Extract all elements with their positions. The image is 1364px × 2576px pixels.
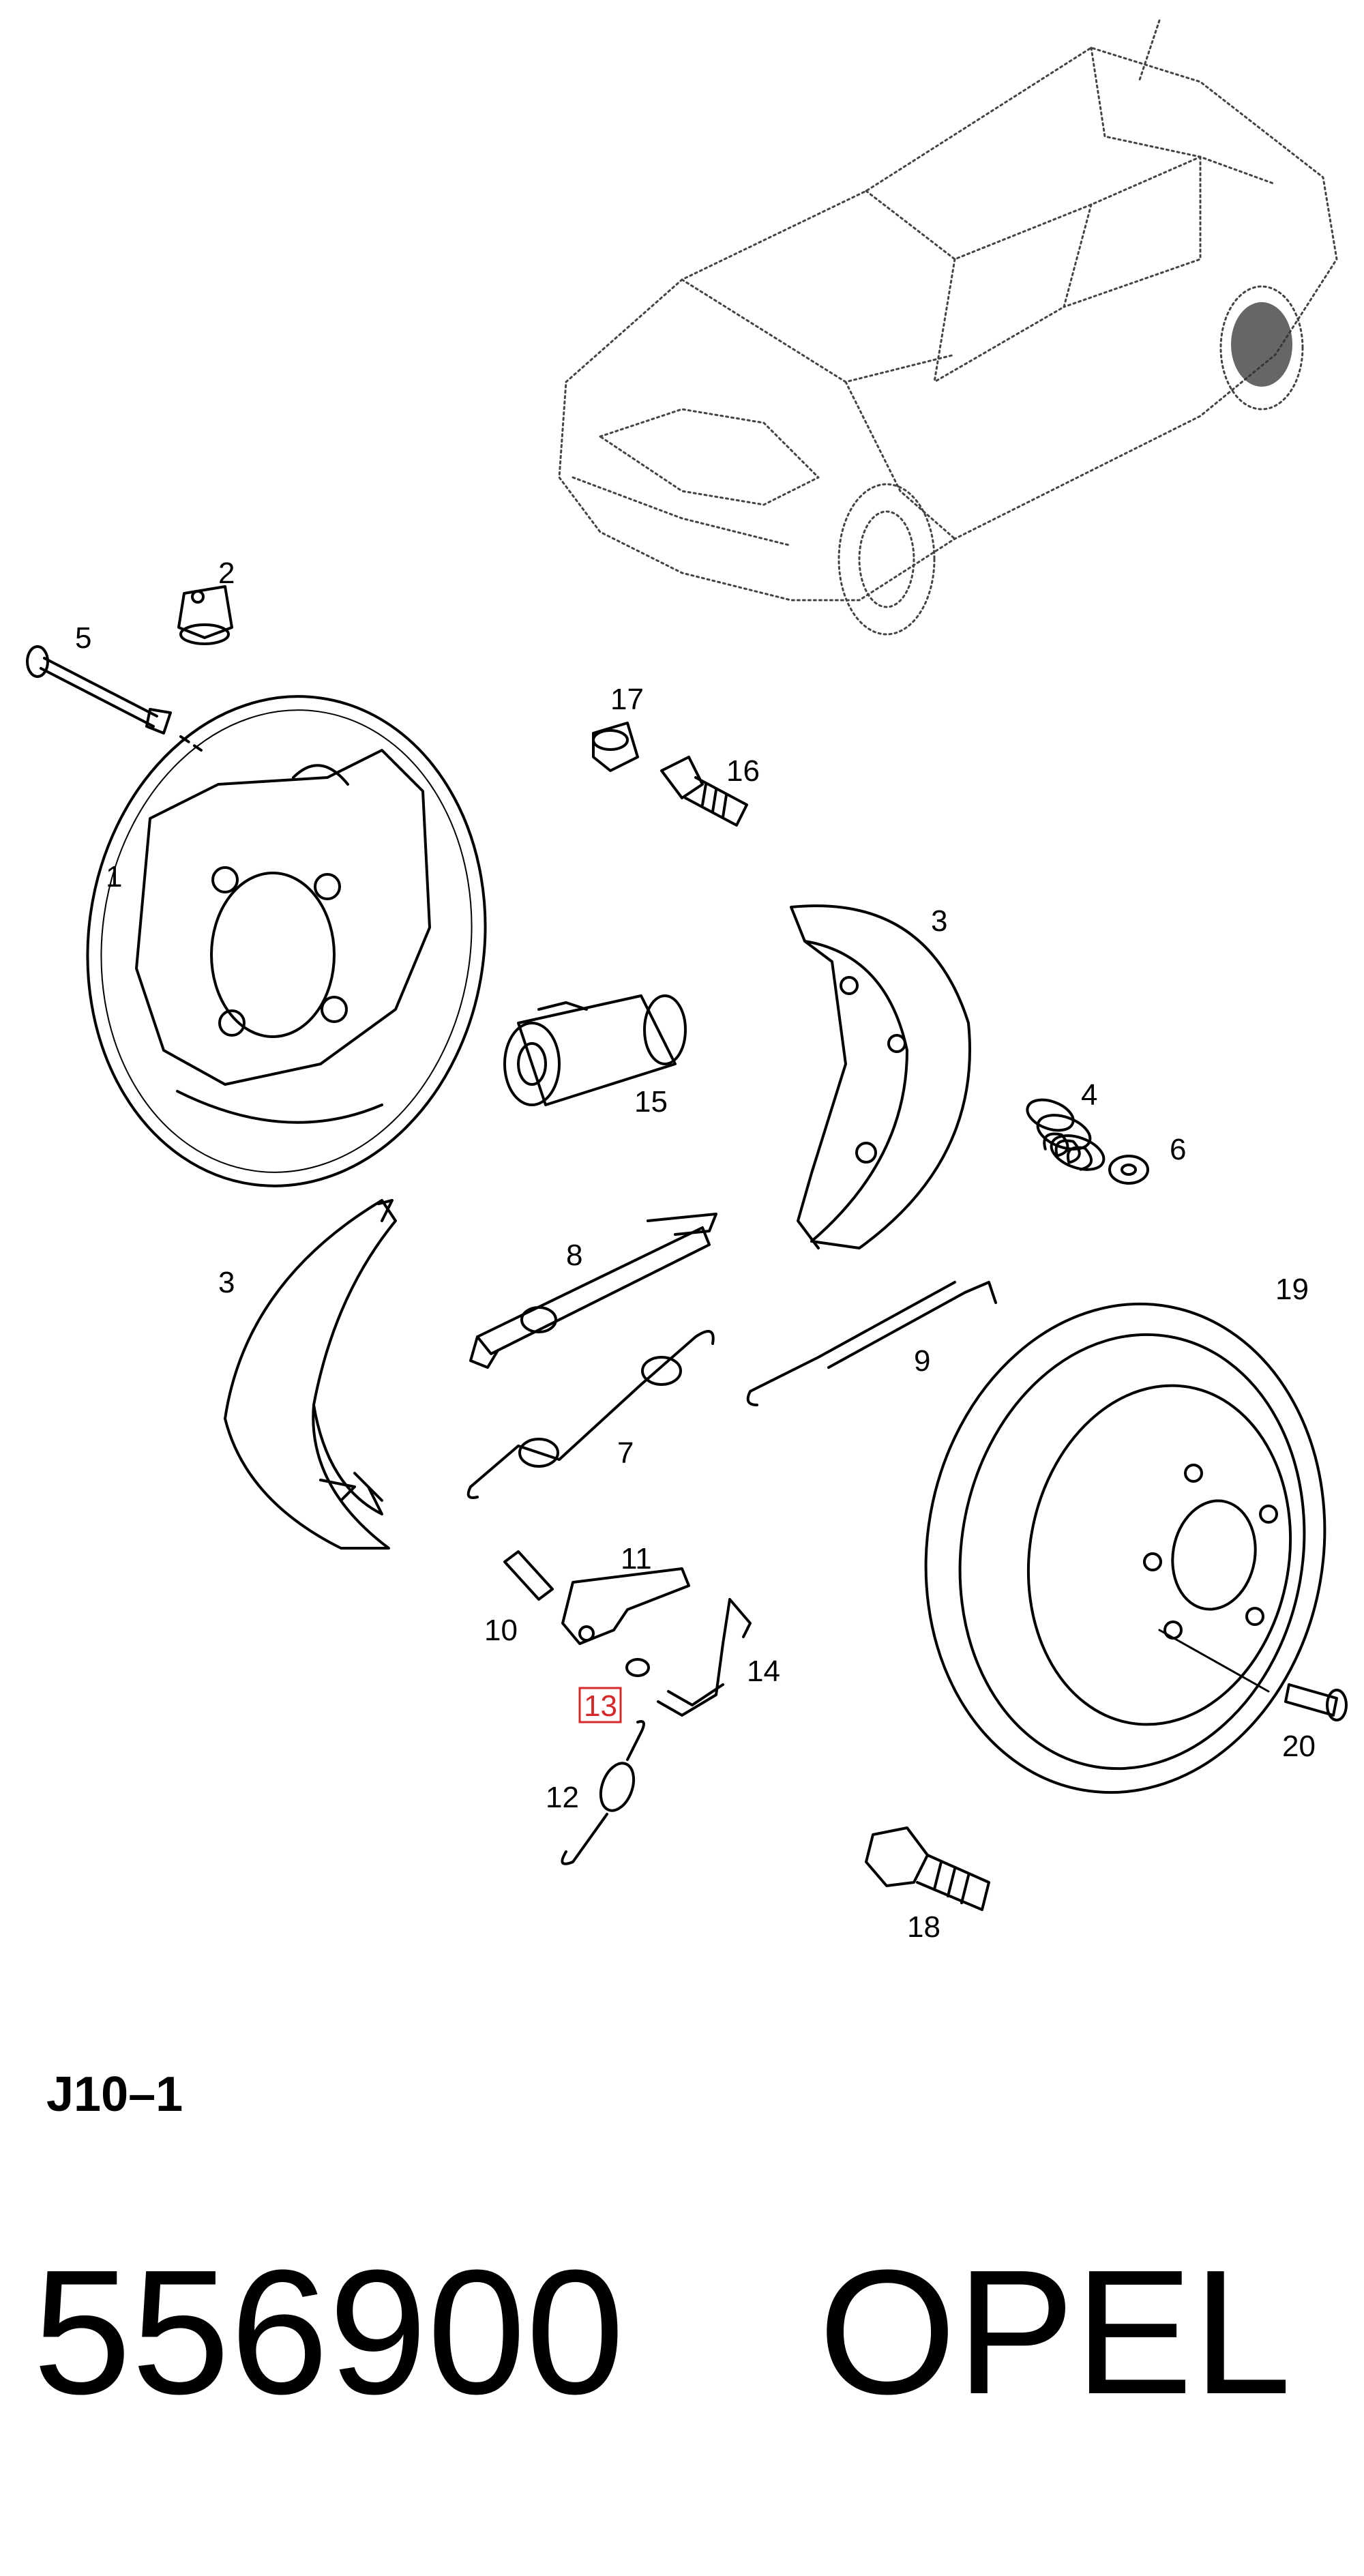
callout-labels: 1 2 3 3 4 5 6 7 8 9 10 11 12 13 14 15 16… bbox=[75, 557, 1316, 1944]
car-rear-wheel-highlight bbox=[1231, 302, 1292, 387]
hub-bolt-part-18 bbox=[865, 1826, 990, 1911]
wheel-cylinder-part-15 bbox=[503, 994, 687, 1106]
callout-17: 17 bbox=[610, 683, 644, 716]
backing-plate-part-1 bbox=[86, 695, 487, 1187]
exploded-parts-diagram: 1 2 3 3 4 5 6 7 8 9 10 11 12 13 14 15 16… bbox=[26, 19, 1348, 1944]
callout-18: 18 bbox=[907, 1910, 940, 1944]
spring-part-12 bbox=[561, 1720, 645, 1865]
bleeder-cap-part-17 bbox=[592, 722, 639, 772]
bracket-part-14 bbox=[657, 1598, 752, 1717]
callout-7: 7 bbox=[617, 1436, 634, 1470]
brake-drum-part-19 bbox=[924, 1302, 1326, 1794]
lever-part-11 bbox=[561, 1567, 690, 1645]
callout-8: 8 bbox=[566, 1239, 582, 1272]
callout-10: 10 bbox=[484, 1614, 518, 1647]
car-illustration bbox=[558, 19, 1338, 636]
return-spring-part-9 bbox=[746, 1281, 997, 1406]
bleeder-screw-part-16 bbox=[660, 756, 748, 827]
callout-11: 11 bbox=[621, 1542, 652, 1575]
callout-3-upper: 3 bbox=[931, 904, 947, 938]
return-spring-part-7 bbox=[466, 1330, 715, 1499]
spring-retainer-part-6 bbox=[1108, 1155, 1149, 1185]
highlight-box-13 bbox=[578, 1687, 622, 1723]
brand-name: OPEL bbox=[818, 2234, 1292, 2431]
drum-screw-part-20 bbox=[1284, 1683, 1348, 1721]
callout-2: 2 bbox=[218, 557, 235, 590]
callout-16: 16 bbox=[726, 754, 760, 788]
callout-14: 14 bbox=[747, 1655, 780, 1688]
callout-20: 20 bbox=[1282, 1730, 1316, 1763]
spring-part-4 bbox=[1026, 1098, 1106, 1171]
brake-shoe-part-3-left bbox=[224, 1199, 397, 1550]
callout-19: 19 bbox=[1275, 1273, 1309, 1306]
diagram-page-code: J10–1 bbox=[46, 2067, 183, 2122]
callout-12: 12 bbox=[546, 1781, 579, 1814]
pivot-pin-part-10 bbox=[503, 1550, 554, 1601]
brake-shoe-part-3-upper bbox=[790, 904, 971, 1249]
callout-4: 4 bbox=[1081, 1078, 1097, 1112]
retaining-pin-part-5 bbox=[26, 645, 203, 752]
callout-1: 1 bbox=[106, 860, 122, 893]
callout-5: 5 bbox=[75, 621, 91, 655]
callout-6: 6 bbox=[1170, 1133, 1186, 1166]
callout-15: 15 bbox=[634, 1085, 668, 1119]
part-number: 556900 bbox=[33, 2234, 625, 2431]
callout-9: 9 bbox=[914, 1344, 930, 1378]
bleed-cap-part-2 bbox=[177, 585, 233, 645]
washer-part-13 bbox=[625, 1658, 650, 1677]
callout-13-highlighted: 13 bbox=[584, 1689, 617, 1723]
adjuster-strut-part-8 bbox=[469, 1213, 717, 1369]
callout-3-left: 3 bbox=[218, 1266, 235, 1299]
